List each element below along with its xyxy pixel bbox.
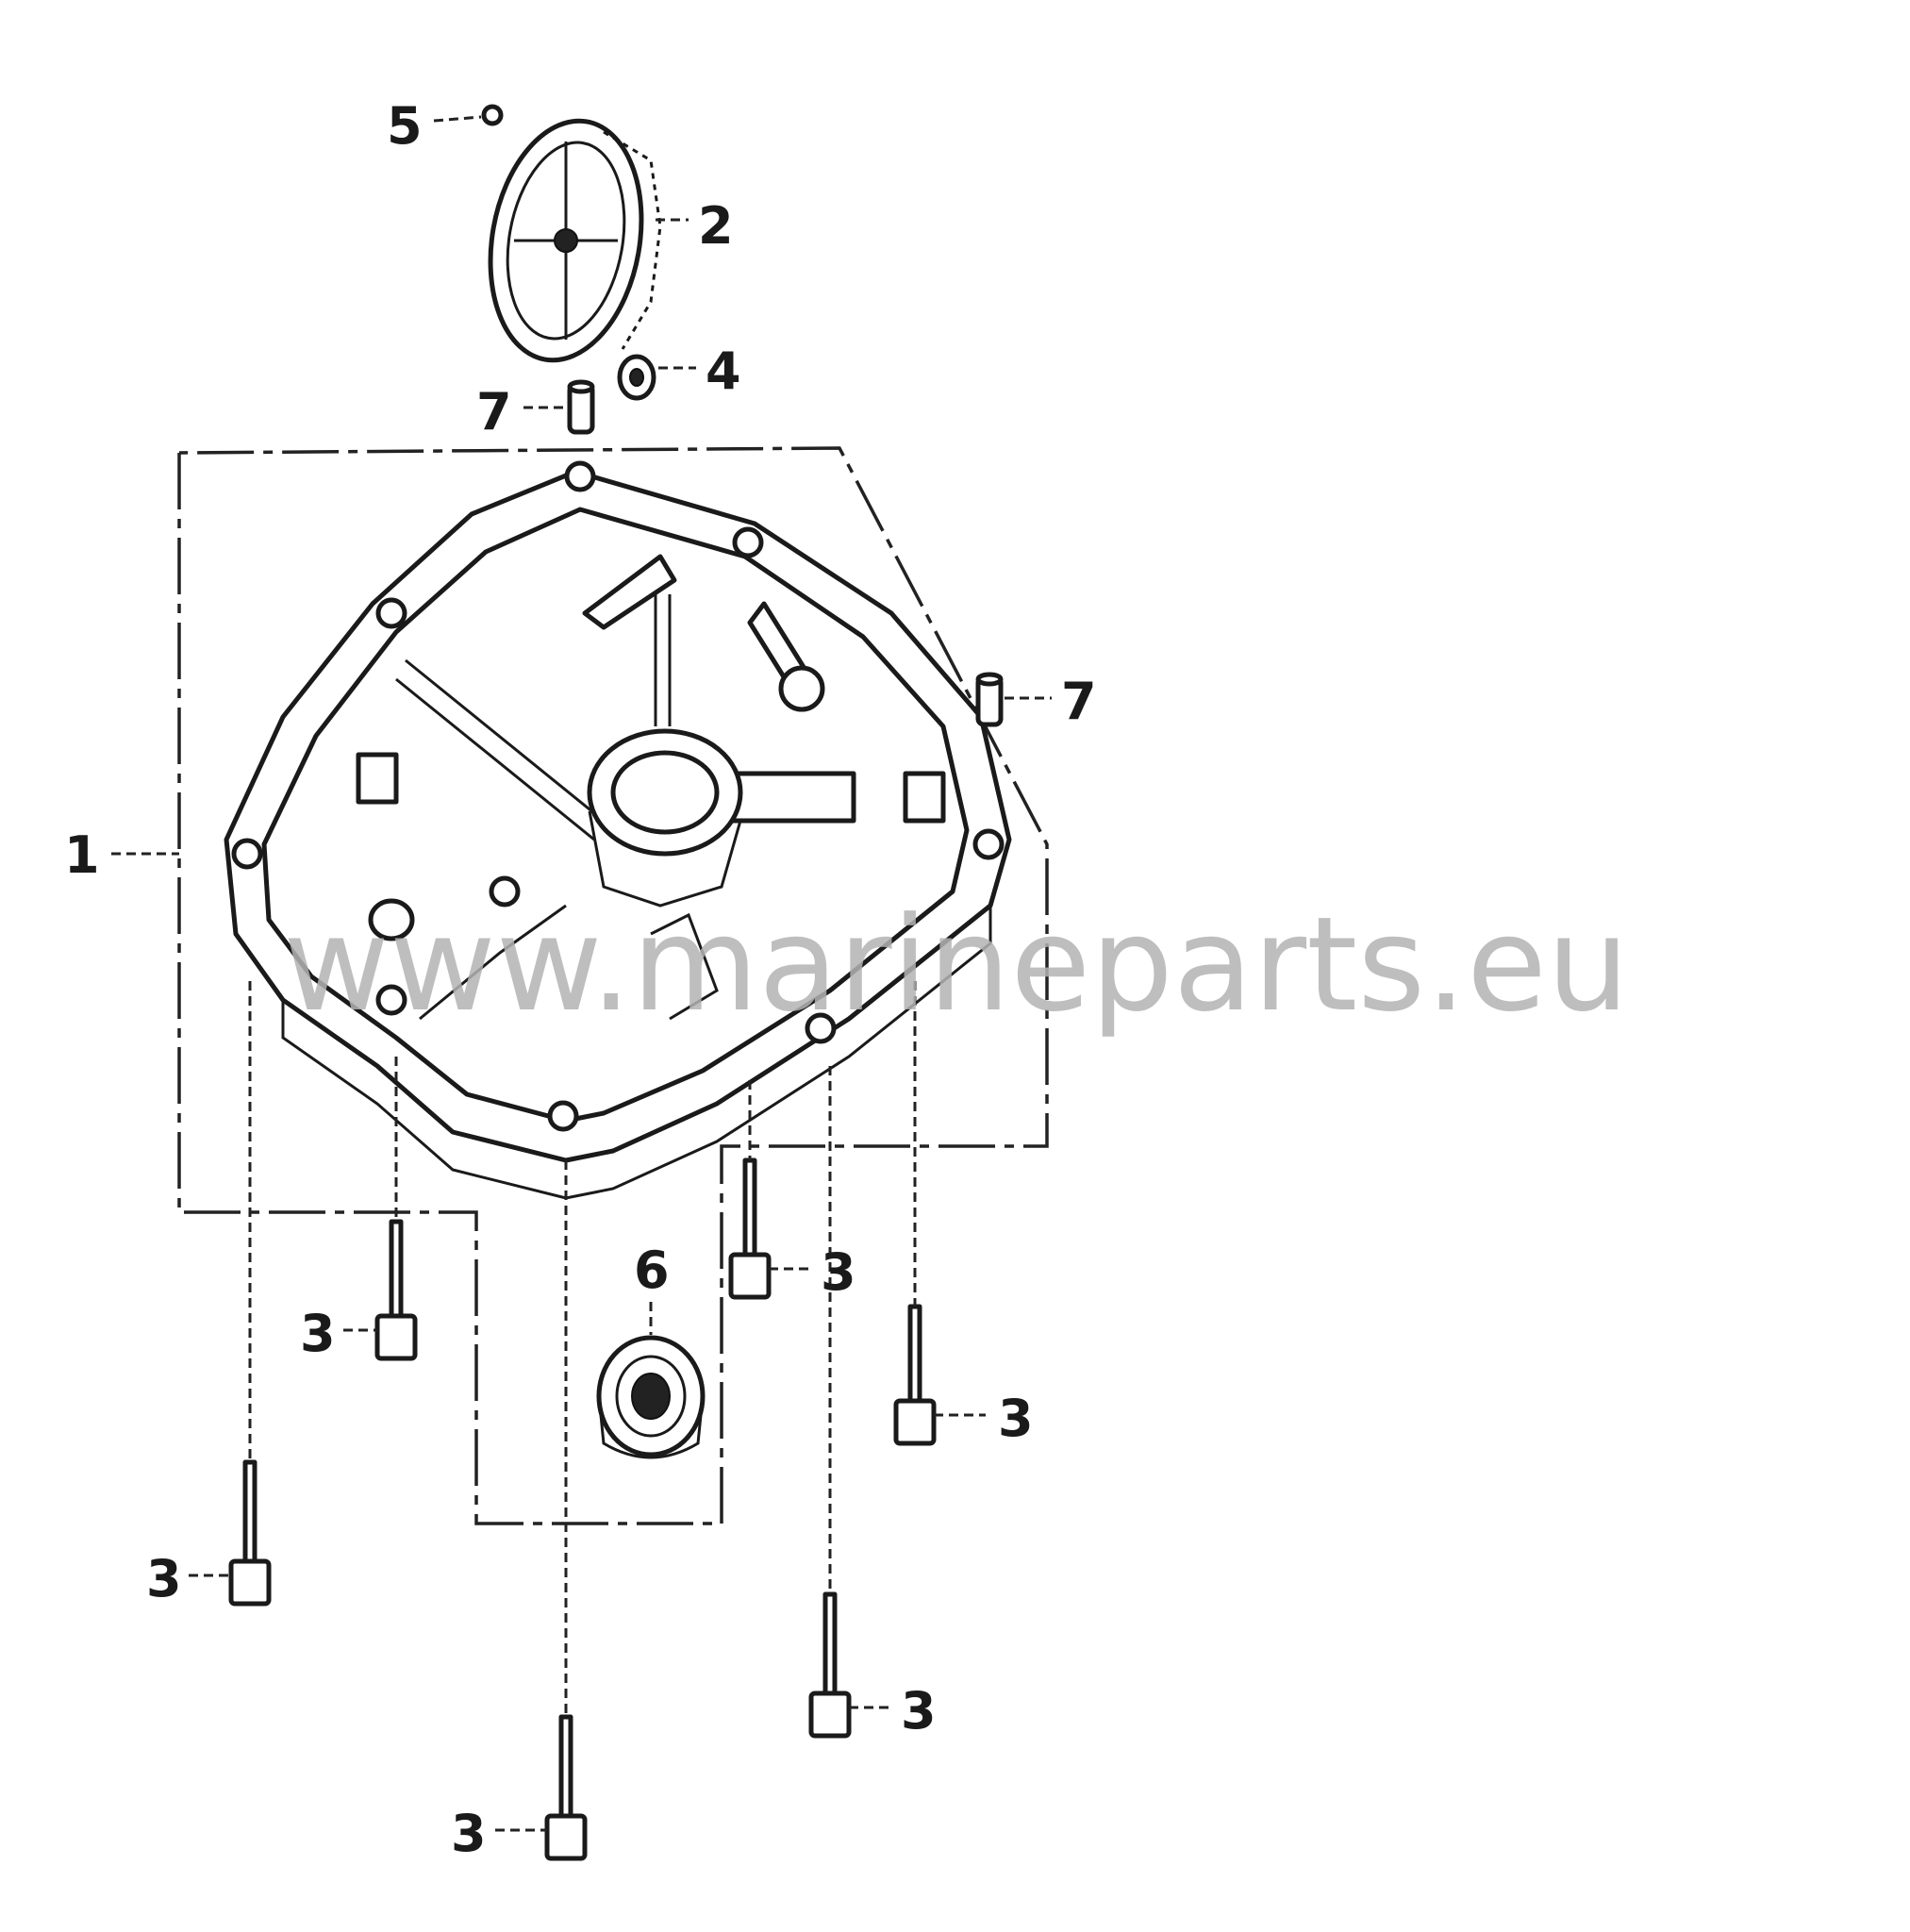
crankcase-cover[interactable] [224,460,1012,1200]
flange-bolt-1[interactable] [374,1219,418,1361]
callout-3-b: 3 [146,1549,182,1608]
callout-7-right: 7 [1061,672,1097,731]
flange-bolt-4[interactable] [893,1304,937,1446]
gear-nut[interactable] [481,104,504,126]
governor-gear[interactable] [473,108,662,372]
dowel-pin-top[interactable] [567,379,595,435]
oil-seal[interactable] [596,1335,706,1459]
callout-5: 5 [387,96,423,156]
flange-bolt-2[interactable] [228,1459,272,1607]
callout-7-top: 7 [476,382,512,441]
callout-6: 6 [634,1241,670,1300]
flange-bolt-3[interactable] [728,1158,772,1300]
callout-3-a: 3 [300,1304,336,1363]
thrust-washer[interactable] [617,354,656,401]
flange-bolt-6[interactable] [544,1714,588,1861]
leader-lines [111,115,1052,1832]
callout-3-e: 3 [901,1681,937,1740]
callout-3-d: 3 [998,1389,1034,1448]
callout-3-c: 3 [821,1242,856,1302]
watermark-text: www.marineparts.eu [283,889,1629,1041]
assembly-boundary [177,446,1049,1525]
callout-3-f: 3 [451,1804,487,1863]
callout-4: 4 [706,341,741,401]
callout-2: 2 [698,196,734,256]
flange-bolt-5[interactable] [808,1591,852,1739]
dowel-pin-right[interactable] [975,672,1004,727]
callouts: 5 2 4 7 7 1 6 3 3 3 3 3 3 [64,96,1097,1863]
callout-1: 1 [64,825,100,885]
